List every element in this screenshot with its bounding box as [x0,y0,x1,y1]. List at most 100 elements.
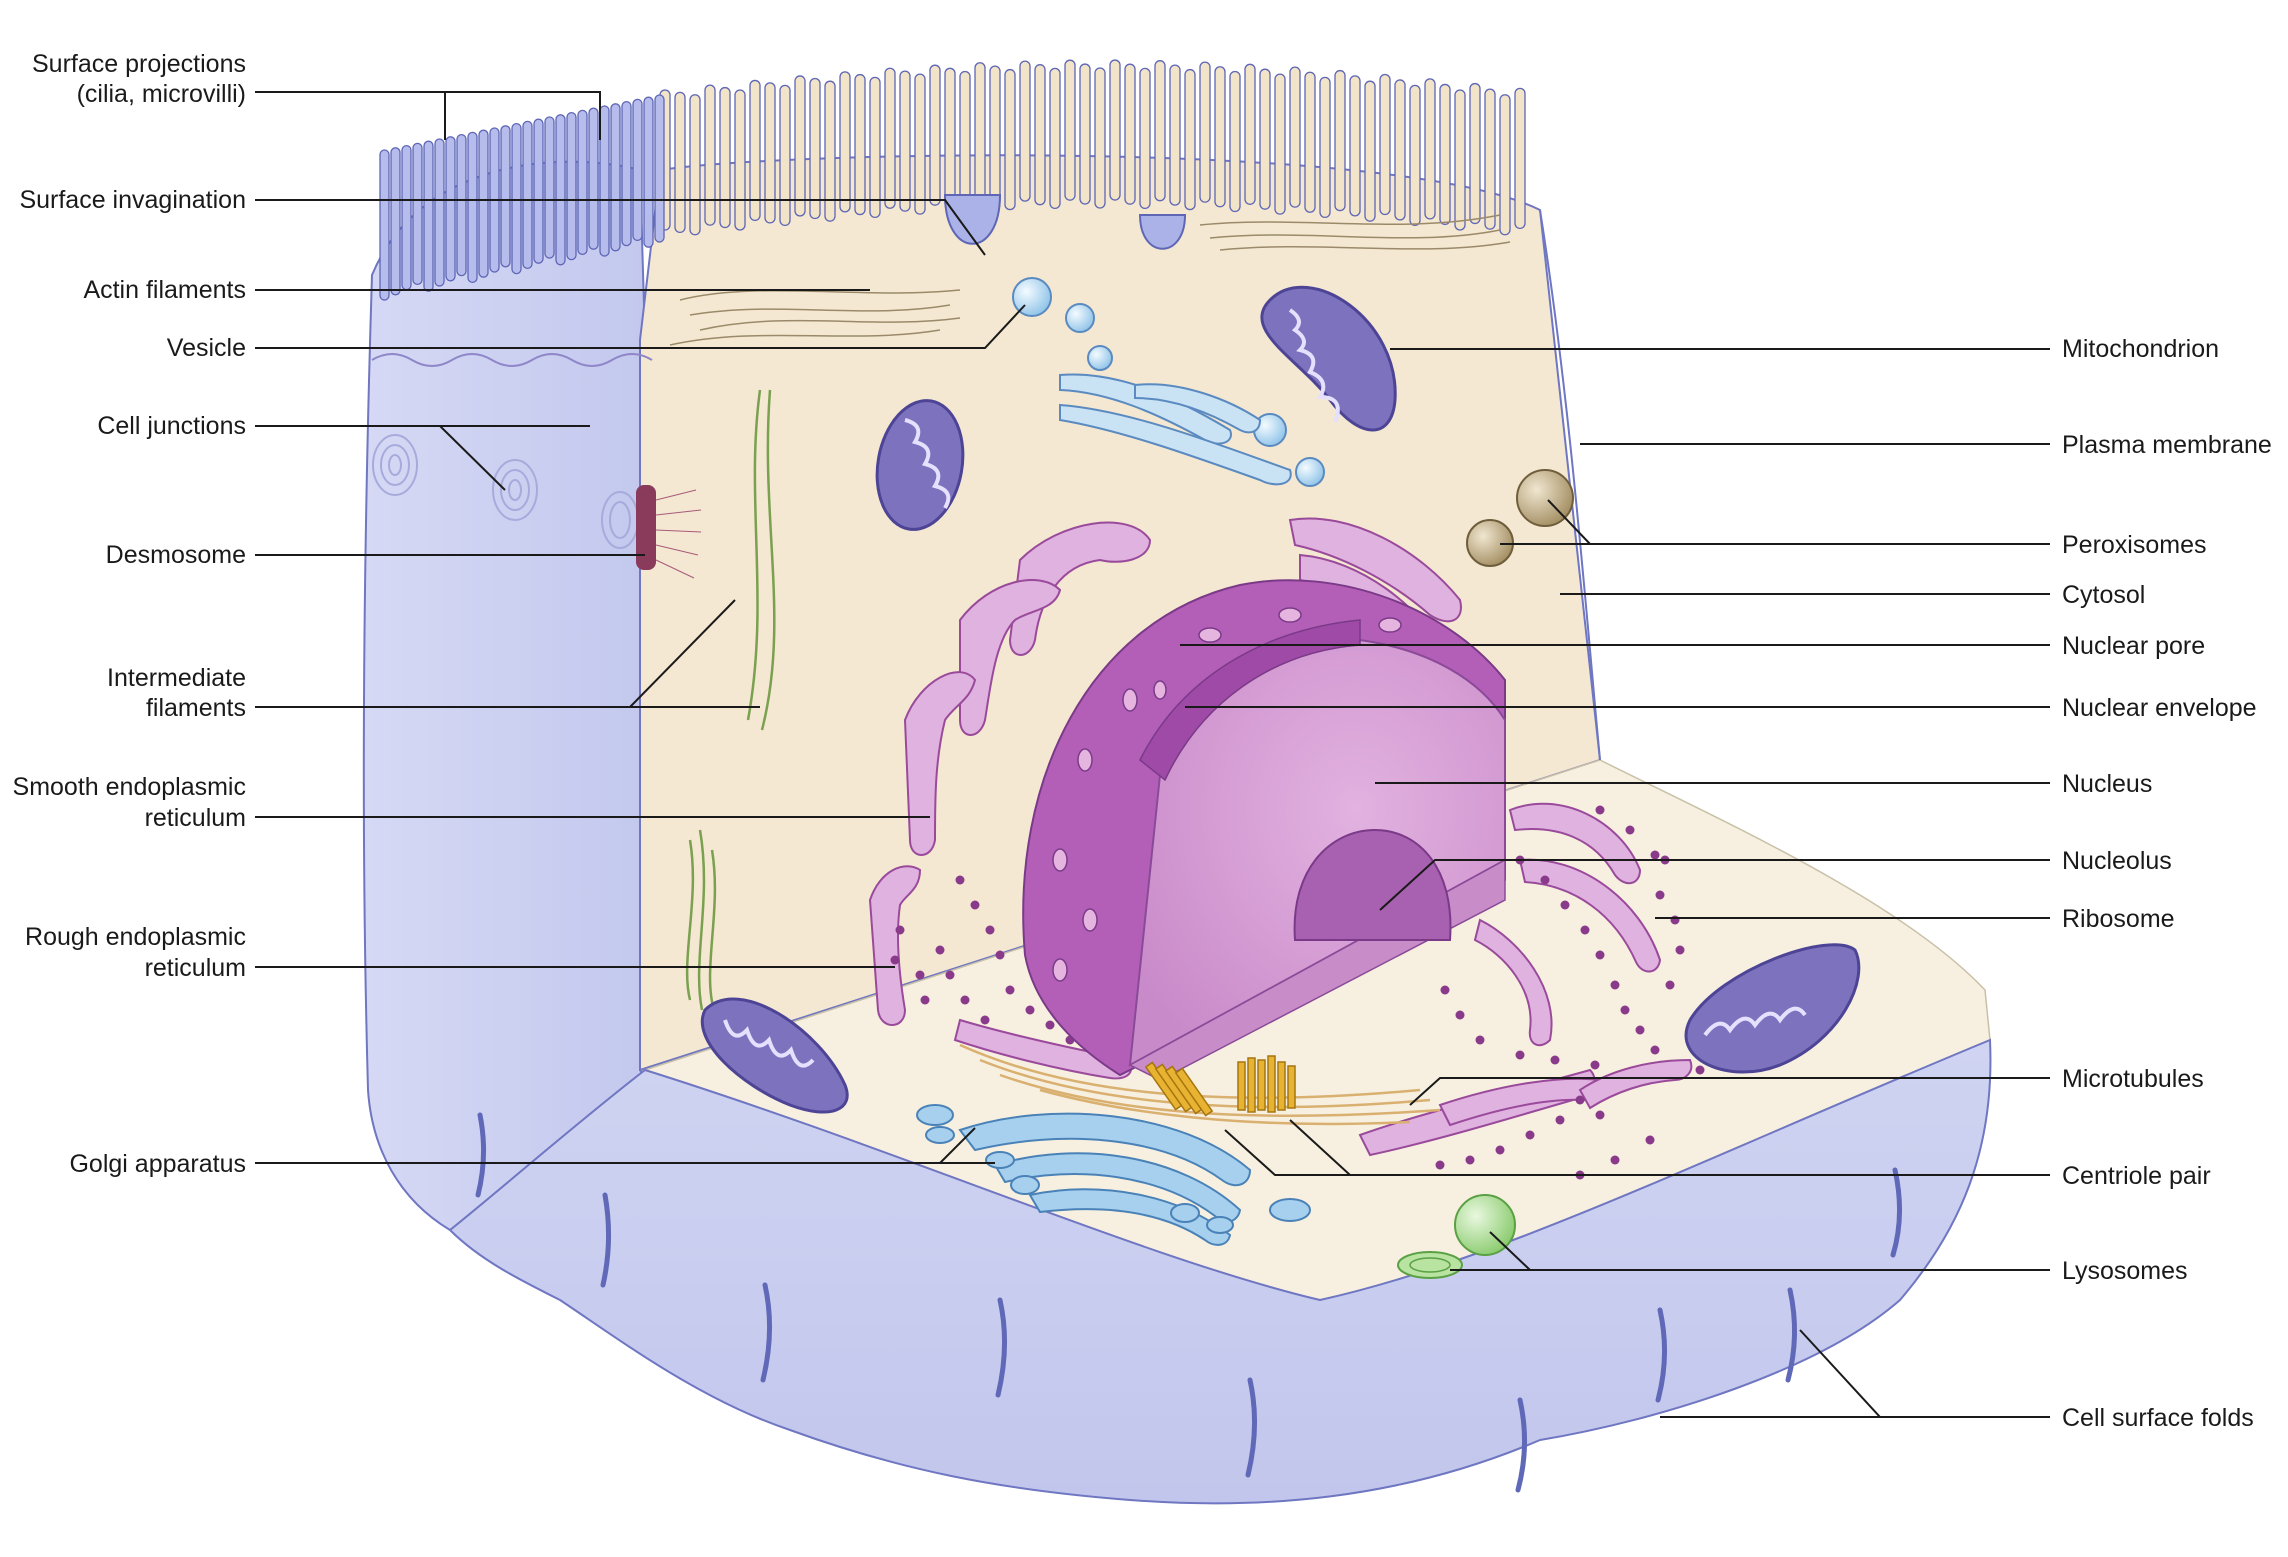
microvillus [1124,63,1136,205]
ribosome-dot [1455,1010,1465,1020]
microvillus [456,133,467,277]
microvillus [974,62,986,204]
microvillus [577,109,588,256]
ribosome-dot [1665,980,1675,990]
microvillus [1049,67,1061,210]
ribosome-dot [935,945,945,955]
ribosome-dot [1650,1045,1660,1055]
microvillus [869,76,881,219]
leader-peroxisomes [1500,499,2050,545]
label-lysosomes: Lysosomes [2062,1257,2188,1285]
microvillus [1214,66,1226,208]
leader-intermediate-filaments [255,599,760,708]
leader-lines [255,91,2050,1418]
microvillus [914,73,926,215]
ribosome-dot [915,970,925,980]
ribosome-dot [1650,850,1660,860]
microvillus [884,67,896,209]
microvillus [1499,94,1511,236]
ribosome-dot [1595,950,1605,960]
ribosome-dot [1625,825,1635,835]
microvillus [1244,63,1256,205]
smooth-er-top [1059,373,1292,486]
microvillus [643,96,654,248]
label-nuclear-pore: Nuclear pore [2062,632,2205,660]
microvillus [511,122,522,275]
microvillus [809,77,821,220]
ribosome-dot [1440,985,1450,995]
microvillus [544,116,555,259]
microvillus [1334,69,1346,212]
front-face [448,1038,1992,1505]
ribosome-dot [1620,1005,1630,1015]
microvillus [1079,63,1091,205]
microvillus [779,84,791,227]
desmosome [636,485,702,579]
microvillus [1229,70,1241,213]
microvillus [944,67,956,209]
leader-centriole-pair [1224,1119,2050,1176]
ribosome-dot [1525,1130,1535,1140]
microvillus [588,107,599,250]
label-surface-projections-2: (cilia, microvilli) [77,80,246,108]
microvillus [749,79,761,222]
microvillus [1469,82,1481,225]
label-mitochondrion: Mitochondrion [2062,335,2219,363]
label-plasma-membrane: Plasma membrane [2062,431,2272,459]
ribosome-dot [1435,1160,1445,1170]
microvillus [1259,68,1271,210]
label-intermediate-filaments-2: filaments [146,694,246,722]
leader-golgi [255,1127,995,1164]
ribosome-dot [1675,945,1685,955]
microvillus [1394,79,1406,221]
microvillus [478,129,489,278]
microvillus [1484,88,1496,230]
leader-nucleolus [1379,859,2050,911]
microvillus [434,138,445,287]
ribosome-dot [1580,925,1590,935]
leader-surface-invagination [255,199,986,256]
microvillus [621,100,632,247]
mitochondrion-top-right [1260,286,1397,432]
microvillus [610,103,621,252]
ribosome-dot [1610,980,1620,990]
labels-left: Surface projections (cilia, microvilli) … [13,50,246,1178]
ribosomes [890,805,1705,1180]
ribosome-dot [1555,1115,1565,1125]
label-cell-junctions: Cell junctions [97,412,246,440]
ribosome-dot [945,970,955,980]
lysosomes [1397,1194,1516,1279]
ribosome-dot [1560,900,1570,910]
ribosome-dot [890,955,900,965]
microvillus [674,91,686,234]
microvillus [704,84,716,226]
label-intermediate-filaments-1: Intermediate [107,664,246,692]
microvillus [1409,84,1421,227]
microvillus [1424,78,1436,220]
leader-cell-surface-folds [1660,1329,2050,1418]
leader-vesicle [255,304,1026,349]
label-vesicle: Vesicle [167,334,246,362]
labels-right: Mitochondrion Plasma membrane Peroxisome… [2062,335,2272,1432]
microvillus [1064,59,1076,201]
microvillus [1169,64,1181,206]
plasma-membrane-edge [1539,209,1601,761]
microvilli-row [379,59,1526,301]
microvillus [1379,73,1391,216]
microvillus [899,70,911,212]
microvillus [929,64,941,206]
microvillus [1004,68,1016,211]
golgi-apparatus [916,1104,1311,1246]
intermediate-filaments [685,389,776,1011]
microvillus [959,70,971,213]
microvillus [854,73,866,216]
ribosome-dot [980,1015,990,1025]
microvillus [1349,75,1361,217]
label-cell-surface-folds: Cell surface folds [2062,1404,2254,1432]
centriole-pair [1144,1055,1296,1117]
microvillus [445,136,456,282]
ribosome-dot [1575,1095,1585,1105]
label-surface-invagination: Surface invagination [19,186,246,214]
microvillus [1019,60,1031,202]
